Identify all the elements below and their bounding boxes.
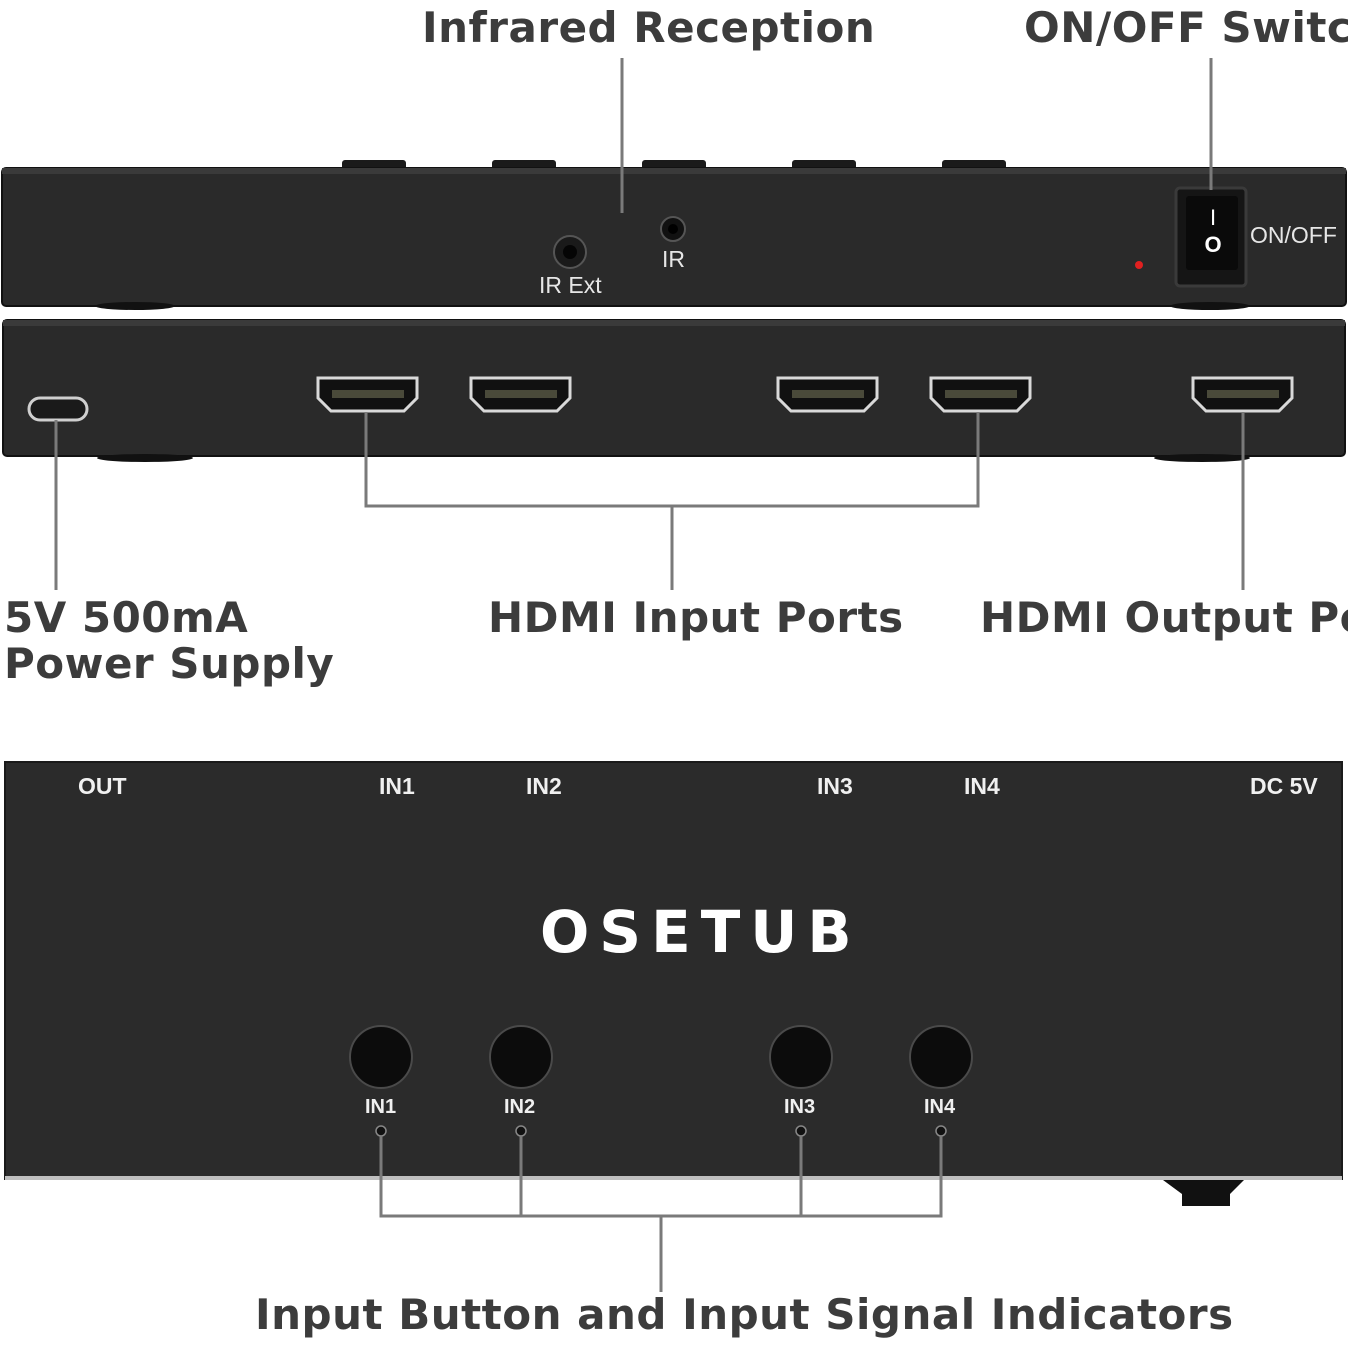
indicator-led-2	[515, 1125, 527, 1137]
hdmi-port-in1	[316, 376, 419, 413]
input-button-3	[769, 1025, 833, 1089]
hdmi-port-out	[1191, 376, 1294, 413]
switch-off-symbol: O	[1204, 232, 1221, 257]
input-button-4	[909, 1025, 973, 1089]
label-onoff: ON/OFF	[1250, 222, 1337, 248]
button-label-in1: IN1	[365, 1096, 397, 1118]
rear-view-panel	[2, 319, 1346, 462]
leader-lines	[54, 58, 1245, 1292]
usb-c-power-port	[27, 396, 89, 422]
input-button-1	[349, 1025, 413, 1089]
top-view-panel	[1, 160, 1347, 310]
label-in1: IN1	[379, 773, 415, 799]
label-ir: IR	[662, 246, 685, 272]
callout-power-line1: 5V 500mA	[4, 593, 249, 642]
brand-logo: OSETUB	[540, 898, 862, 966]
indicator-led-4	[935, 1125, 947, 1137]
power-led	[1135, 261, 1143, 269]
callout-power-line2: Power Supply	[4, 639, 335, 688]
label-dc-5v: DC 5V	[1250, 773, 1318, 799]
indicator-led-1	[375, 1125, 387, 1137]
hdmi-port-in4	[929, 376, 1032, 413]
label-ir-ext: IR Ext	[539, 272, 602, 298]
label-out: OUT	[78, 773, 127, 799]
hdmi-port-in3	[776, 376, 879, 413]
label-in3: IN3	[817, 773, 853, 799]
button-label-in3: IN3	[784, 1096, 816, 1118]
label-in4: IN4	[964, 773, 1000, 799]
button-label-in4: IN4	[924, 1096, 956, 1118]
callout-hdmi-input-ports: HDMI Input Ports	[488, 593, 904, 642]
button-label-in2: IN2	[504, 1096, 536, 1118]
callout-input-buttons: Input Button and Input Signal Indicators	[255, 1290, 1234, 1339]
indicator-led-3	[795, 1125, 807, 1137]
callout-infrared-reception: Infrared Reception	[422, 3, 876, 52]
hdmi-port-in2	[469, 376, 572, 413]
callout-onoff-switch: ON/OFF Switch	[1024, 3, 1348, 52]
callout-hdmi-output-port: HDMI Output Port	[980, 593, 1348, 642]
front-view-panel	[4, 761, 1343, 1206]
input-button-2	[489, 1025, 553, 1089]
label-in2: IN2	[526, 773, 562, 799]
rubber-foot	[1163, 1180, 1244, 1206]
switch-on-symbol: I	[1210, 205, 1216, 230]
